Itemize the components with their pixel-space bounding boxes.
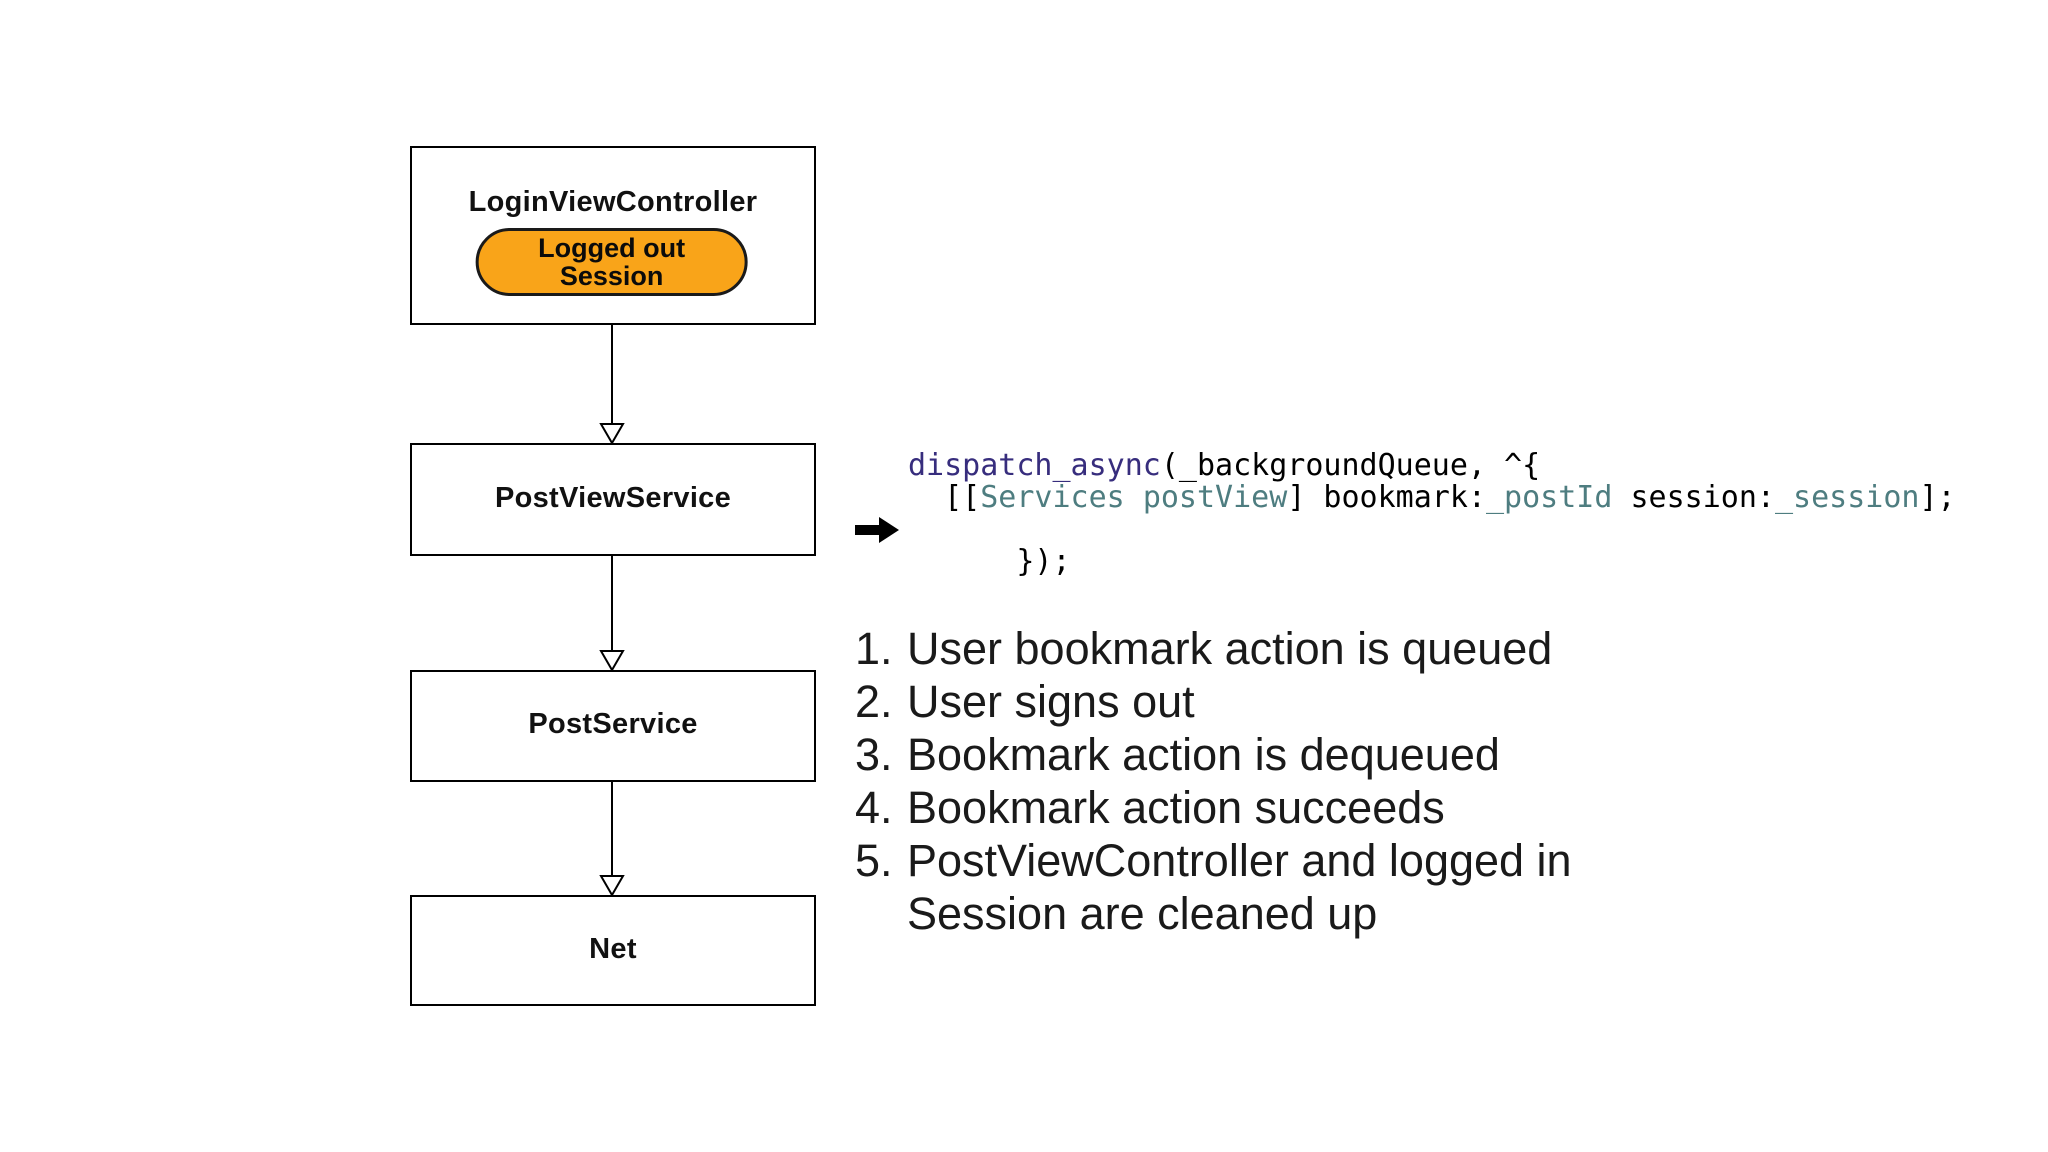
code-token: [[ [908,480,981,515]
code-token: _session [1775,480,1920,515]
pill-label: Logged out Session [538,233,686,291]
code-token: Services [980,480,1125,515]
flow-arrow-down-icon [599,556,625,671]
step-number: 3. [855,729,893,780]
steps-list: 1. User bookmark action is queued 2. Use… [855,622,1613,940]
step-text: PostViewController and logged in Session… [907,835,1572,939]
step-text: Bookmark action is dequeued [907,729,1500,780]
box-label: Net [589,932,637,965]
step-text: User signs out [907,676,1195,727]
step-text: User bookmark action is queued [907,623,1553,674]
step-text: Bookmark action succeeds [907,782,1445,833]
step-number: 4. [855,782,893,833]
logged-out-session-pill: Logged out Session [475,228,748,296]
flow-arrow-down-icon [599,325,625,444]
box-post-service: PostService [410,670,816,782]
box-label: PostService [528,708,698,741]
list-item: 3. Bookmark action is dequeued [855,728,1613,781]
code-line: [[Services postView] bookmark:_postId se… [855,482,1956,514]
box-net: Net [410,895,816,1006]
box-label: PostViewService [494,481,732,514]
step-number: 5. [855,835,893,886]
code-line: dispatch_async(_backgroundQueue, ^{ [855,450,1956,482]
code-token: (_backgroundQueue, ^{ [1160,448,1541,483]
box-post-view-service: PostViewService [410,443,816,556]
right-arrow-icon [855,517,899,543]
code-line: }); [855,514,1956,578]
code-token: }); [1016,544,1071,579]
box-label: LoginViewController [468,186,758,218]
list-item: 1. User bookmark action is queued [855,622,1613,675]
step-number: 1. [855,623,893,674]
list-item: 5. PostViewController and logged in Sess… [855,834,1613,940]
list-item: 2. User signs out [855,675,1613,728]
code-token [1125,480,1143,515]
flow-arrow-down-icon [599,782,625,896]
code-token: postView [1142,480,1288,515]
code-token: session: [1612,480,1775,515]
code-token: _postId [1486,480,1613,515]
box-login-view-controller: LoginViewController Logged out Session [410,146,816,325]
code-token: ] bookmark: [1287,480,1486,515]
code-snippet: dispatch_async(_backgroundQueue, ^{ [[Se… [855,450,1956,578]
code-token: ]; [1919,480,1956,515]
list-item: 4. Bookmark action succeeds [855,781,1613,834]
code-token: dispatch_async [908,448,1161,483]
step-number: 2. [855,676,893,727]
